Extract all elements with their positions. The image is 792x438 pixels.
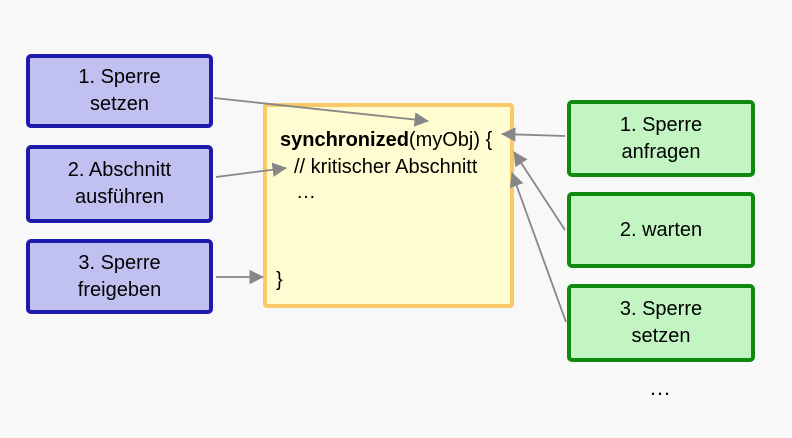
left-step-3-line-2: freigeben — [77, 278, 162, 301]
code-line-closing-brace: } — [276, 269, 283, 291]
left-step-box-2: 2. Abschnitt ausführen — [26, 145, 213, 223]
right-step-1-line-1: 1. Sperre — [619, 113, 703, 136]
code-line-synchronized: synchronized(myObj) { — [280, 127, 492, 153]
left-step-1-line-2: setzen — [90, 93, 149, 115]
right-step-3-line-2: setzen — [631, 325, 691, 347]
code-line-ellipsis: … — [296, 181, 316, 203]
code-keyword: synchronized — [280, 129, 409, 151]
code-line-comment: // kritischer Abschnitt — [294, 156, 478, 178]
right-step-box-2: 2. warten — [567, 192, 755, 268]
right-step-box-3: 3. Sperre setzen — [567, 284, 755, 362]
left-step-1-line-1: 1. Sperre — [78, 66, 161, 88]
right-step-2-line-1: 2. warten — [619, 218, 703, 241]
more-steps-ellipsis: … — [649, 375, 673, 400]
left-step-2-line-2: ausführen — [75, 186, 164, 208]
code-after-keyword: (myObj) { — [408, 129, 493, 151]
left-step-box-3: 3. Sperre freigeben — [26, 239, 213, 314]
arrow-right-step3-to-code — [509, 172, 567, 323]
right-step-1-line-2: anfragen — [621, 140, 701, 163]
left-step-3-line-1: 3. Sperre — [78, 251, 161, 274]
right-step-box-1: 1. Sperre anfragen — [567, 100, 755, 177]
arrow-right-step2-to-code — [513, 151, 566, 231]
right-step-3-line-1: 3. Sperre — [619, 298, 703, 320]
left-step-box-1: 1. Sperre setzen — [26, 54, 213, 128]
left-step-2-line-1: 2. Abschnitt — [67, 159, 172, 181]
